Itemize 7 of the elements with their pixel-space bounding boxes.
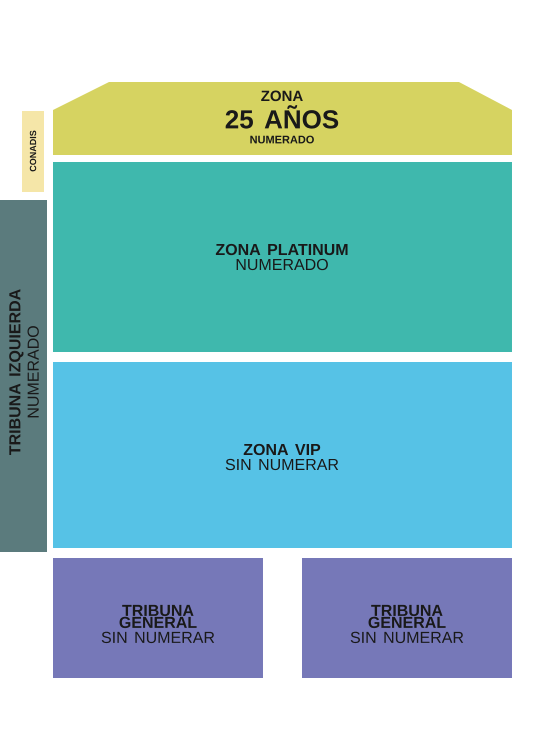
seating-section: ZONA 25 AÑOS NUMERADO <box>53 82 512 155</box>
seating-section: ZONA VIP SIN NUMERAR <box>53 362 512 548</box>
seating-section: TRIBUNA IZQUIERDA NUMERADO <box>0 200 47 552</box>
seating-section: ZONA PLATINUM NUMERADO <box>53 162 512 352</box>
seating-section: TRIBUNA GENERAL SIN NUMERAR <box>302 558 512 678</box>
seating-section: TRIBUNA GENERAL SIN NUMERAR <box>53 558 263 678</box>
seating-section: CONADIS <box>22 111 44 192</box>
